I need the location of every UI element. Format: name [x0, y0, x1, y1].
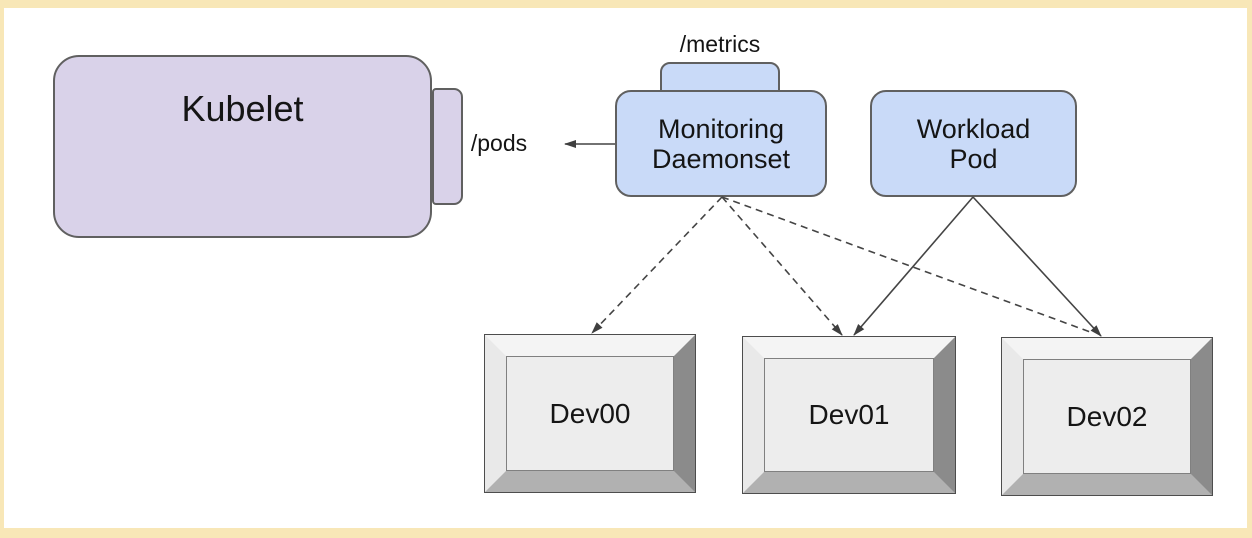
workload-label: Workload Pod [916, 113, 1031, 174]
metrics-endpoint-label: /metrics [679, 31, 761, 57]
diagram-canvas: Kubelet /metrics Monitoring Daemonset Wo… [4, 8, 1247, 528]
kubelet-port-tab [432, 88, 463, 205]
edge-daemonset-dev02 [721, 196, 1094, 334]
node-kubelet: Kubelet [53, 55, 432, 238]
dev00-label: Dev00 [549, 397, 631, 429]
node-dev02: Dev02 [1001, 337, 1213, 496]
node-dev01: Dev01 [742, 336, 956, 494]
edge-daemonset-dev01 [721, 196, 843, 336]
edge-workload-dev02 [972, 196, 1102, 337]
pods-endpoint-label: /pods [470, 130, 528, 156]
kubelet-label: Kubelet [181, 88, 304, 129]
daemonset-label: Monitoring Daemonset [651, 113, 791, 174]
dev02-label: Dev02 [1066, 400, 1148, 432]
node-dev00: Dev00 [484, 334, 696, 493]
edge-workload-dev01 [853, 196, 974, 336]
dev01-label: Dev01 [808, 399, 890, 430]
node-monitoring-daemonset: Monitoring Daemonset [615, 90, 827, 197]
node-workload-pod: Workload Pod [870, 90, 1077, 197]
edge-daemonset-dev00 [591, 196, 723, 334]
